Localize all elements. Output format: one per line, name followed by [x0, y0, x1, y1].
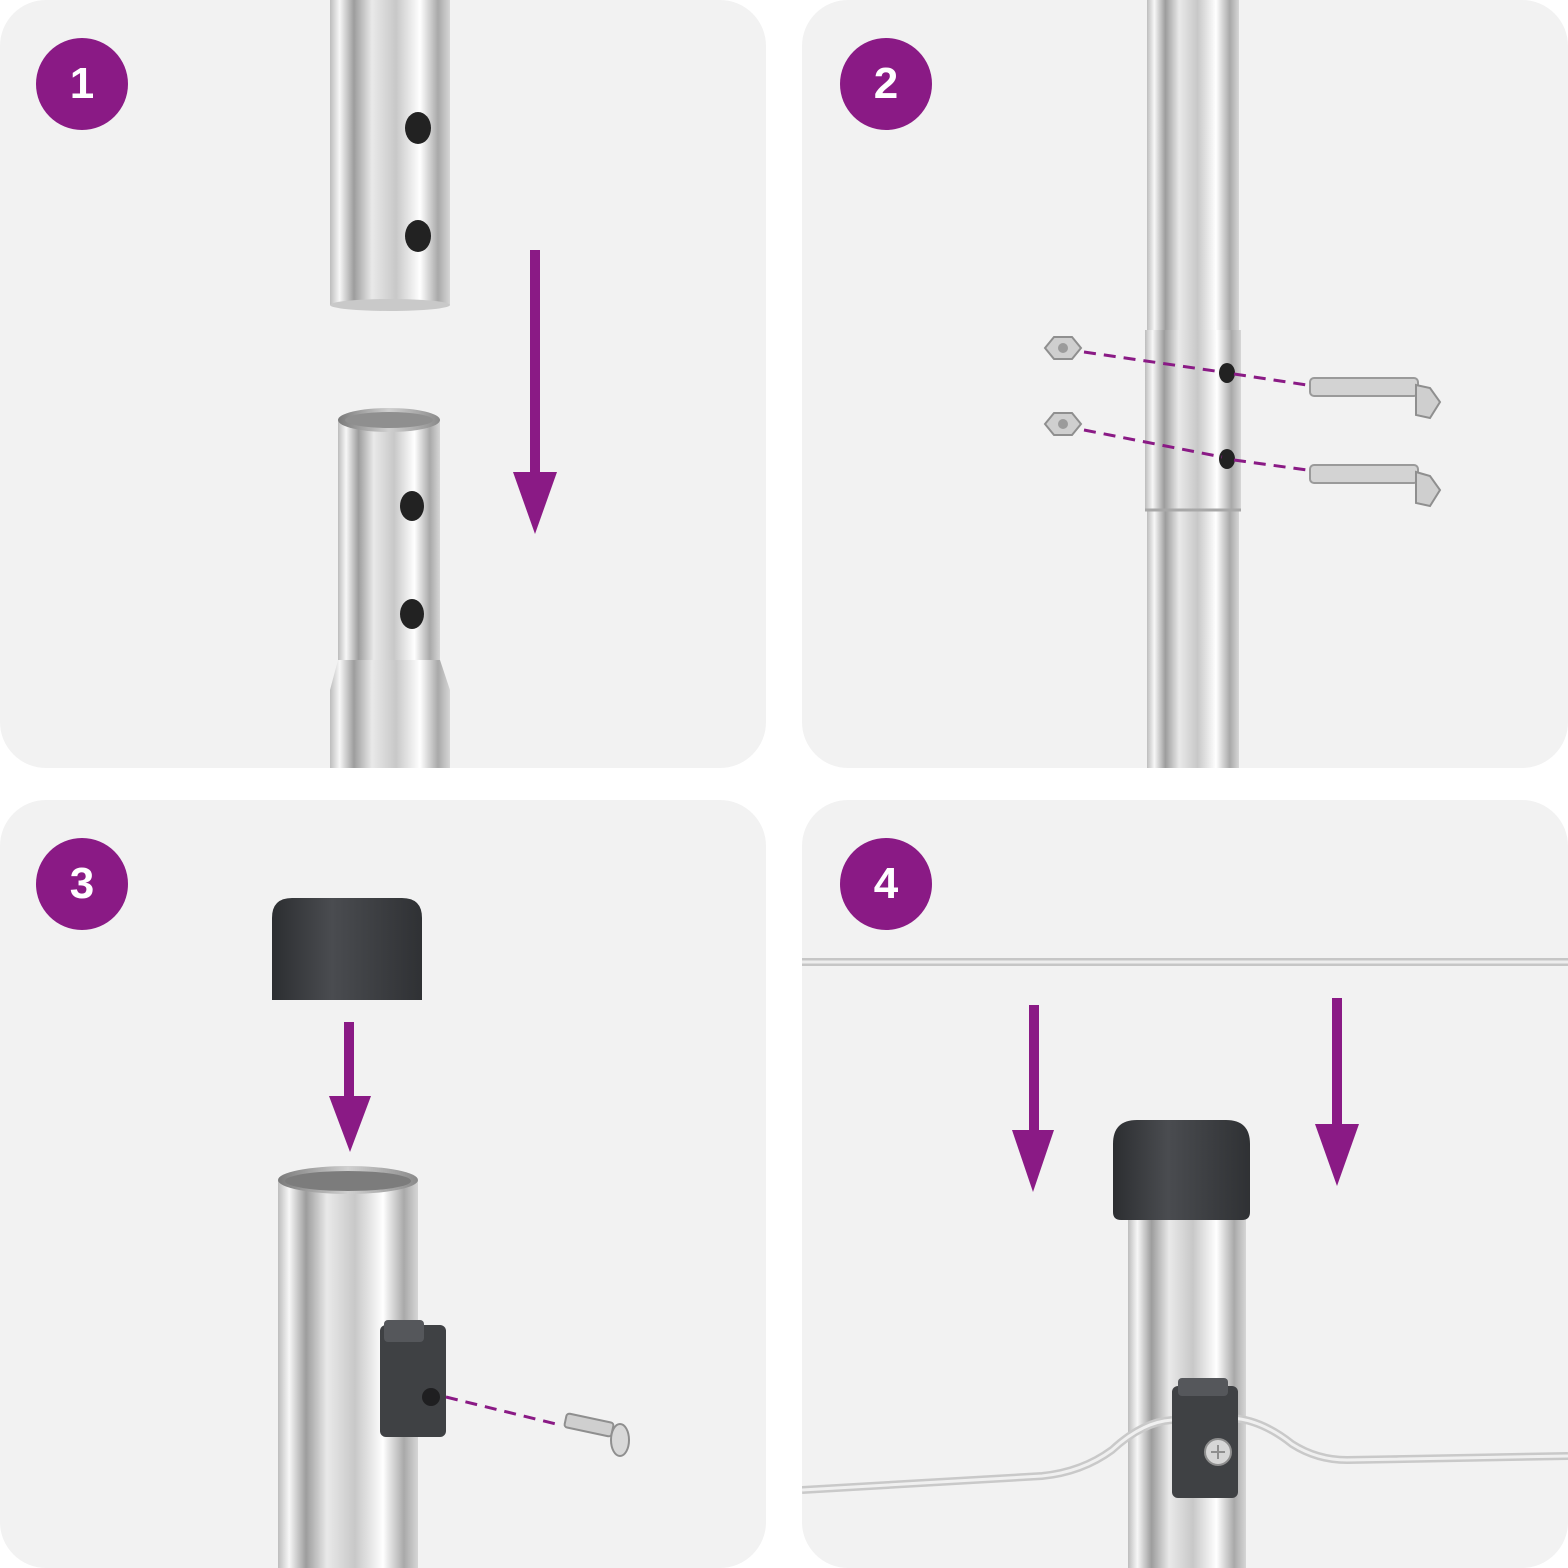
dashed-guide-icon	[1083, 350, 1308, 472]
step-4-panel: 4	[802, 800, 1568, 1568]
lower-pole-icon	[330, 408, 450, 768]
screw-icon	[563, 1412, 630, 1457]
step-badge: 2	[840, 38, 932, 130]
end-cap-icon	[272, 898, 422, 1000]
capped-pole-icon	[1113, 1120, 1250, 1568]
wire-clip-icon	[380, 1320, 446, 1437]
dashed-guide-icon	[445, 1395, 561, 1427]
step-2-illustration	[1043, 0, 1442, 768]
down-arrow-icon	[513, 250, 557, 534]
joined-pole-icon	[1145, 0, 1241, 768]
step-3-panel: 3	[0, 800, 766, 1568]
step-badge: 4	[840, 838, 932, 930]
down-arrow-icon	[329, 1022, 371, 1152]
step-3-illustration	[272, 898, 630, 1568]
wire-clip-icon	[1172, 1378, 1238, 1498]
upper-pole-icon	[330, 0, 450, 311]
step-badge: 3	[36, 838, 128, 930]
down-arrow-icon	[1012, 998, 1359, 1192]
nut-icon	[1043, 336, 1083, 436]
step-2-panel: 2	[802, 0, 1568, 768]
step-1-illustration	[330, 0, 557, 768]
step-1-panel: 1	[0, 0, 766, 768]
step-badge: 1	[36, 38, 128, 130]
bolt-icon	[1309, 377, 1442, 508]
wire-icon	[802, 1414, 1568, 1494]
step-4-illustration	[802, 958, 1568, 1568]
